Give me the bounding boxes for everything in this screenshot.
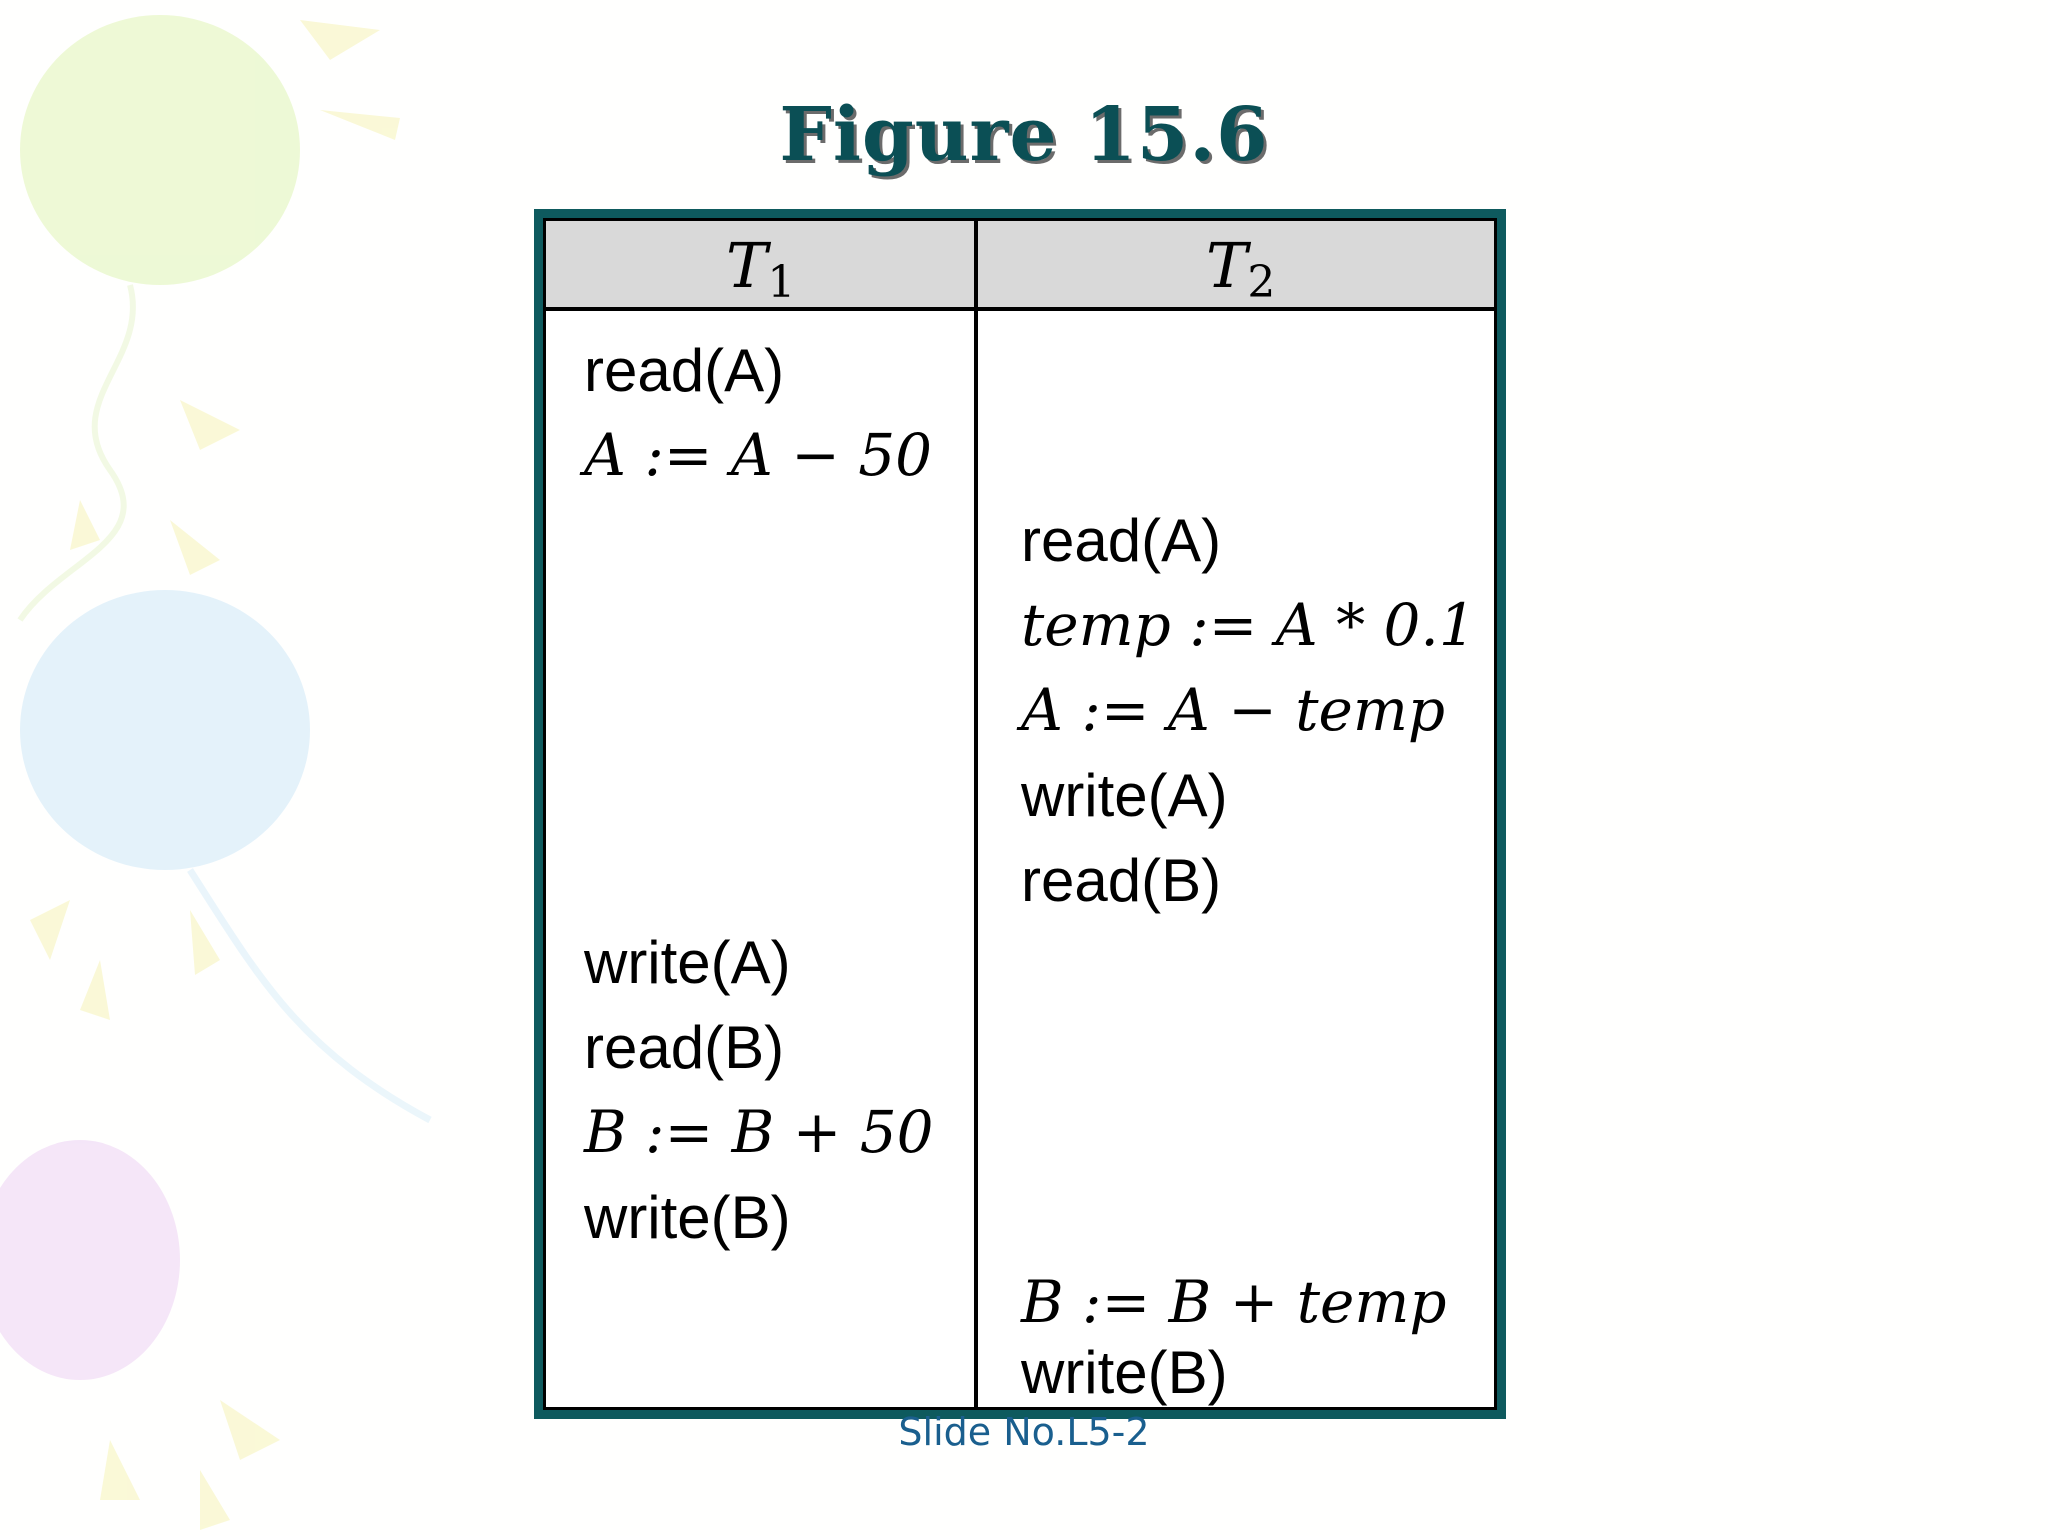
t1-column-header: T1: [726, 229, 796, 308]
balloon-decoration: [0, 15, 432, 1530]
t1-op-read-b: read(B): [584, 1014, 785, 1081]
t2-op-b-plus-temp: B := B + temp: [1021, 1268, 1447, 1336]
t2-op-temp-assign: temp := A * 0.1: [1021, 591, 1476, 659]
t1-op-write-a: write(A): [584, 929, 791, 996]
t1-op-read-a: read(A): [584, 337, 785, 404]
t2-op-read-a: read(A): [1021, 507, 1222, 574]
t2-column-header: T2: [1206, 229, 1276, 308]
t2-op-a-minus-temp: A := A − temp: [1021, 676, 1446, 744]
slide-number: Slide No.L5-2: [898, 1410, 1150, 1454]
t2-op-write-b: write(B): [1021, 1339, 1228, 1406]
t2-op-read-b: read(B): [1021, 847, 1222, 914]
schedule-table: T1 T2 read(A) A := A − 50 write(A) read(…: [543, 218, 1497, 1410]
t1-op-write-b: write(B): [584, 1184, 791, 1251]
t1-op-b-plus-50: B := B + 50: [584, 1098, 934, 1166]
t1-op-a-minus-50: A := A − 50: [584, 421, 933, 489]
column-divider: [974, 221, 978, 1407]
slide-title: Figure 15.6: [779, 92, 1269, 178]
t2-op-write-a: write(A): [1021, 762, 1228, 829]
schedule-figure: T1 T2 read(A) A := A − 50 write(A) read(…: [534, 209, 1506, 1419]
schedule-header-row: T1 T2: [546, 221, 1494, 311]
